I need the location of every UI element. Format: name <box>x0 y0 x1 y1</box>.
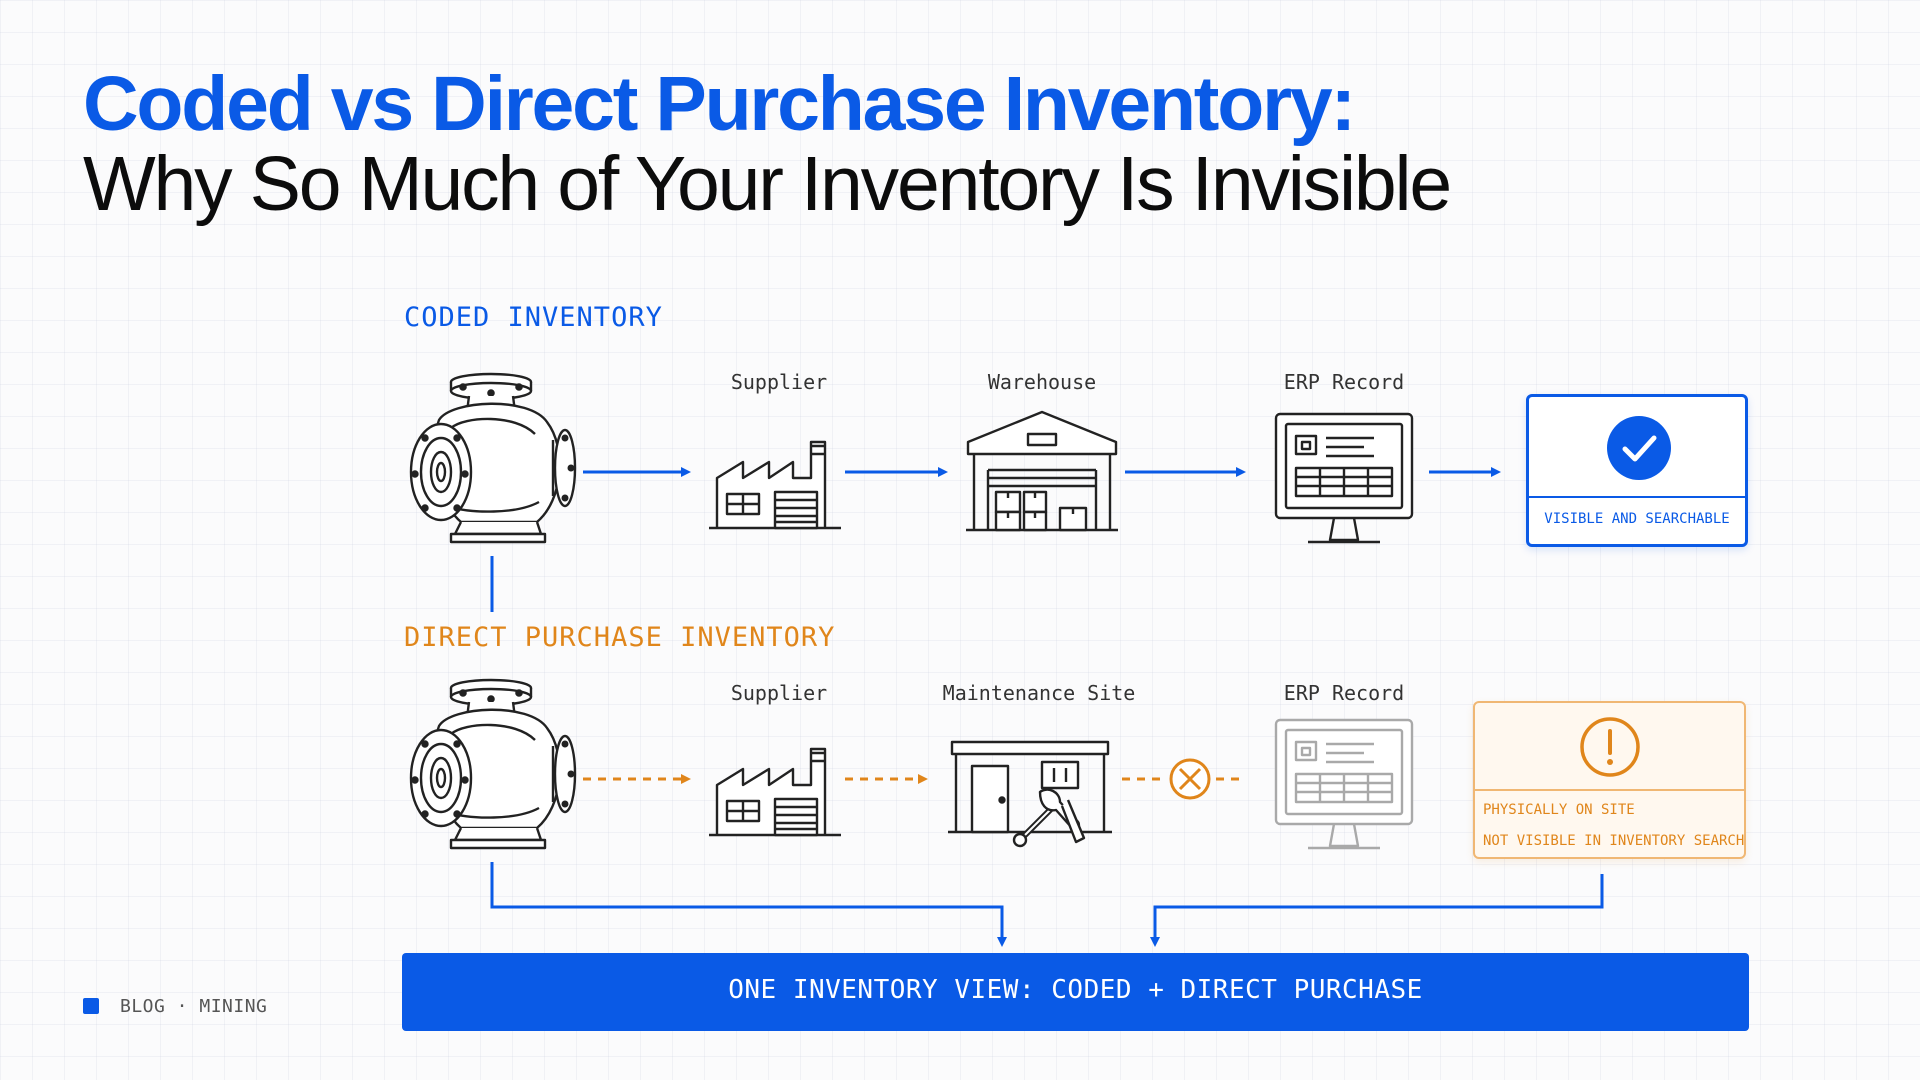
page-title: Coded vs Direct Purchase Inventory: <box>83 61 1356 147</box>
direct-factory-icon <box>707 747 843 837</box>
footer-category: BLOG · MINING <box>120 996 268 1017</box>
coded-factory-icon <box>707 440 843 530</box>
coded-stage-label-erp: ERP Record <box>1283 370 1405 394</box>
page-subtitle: Why So Much of Your Inventory Is Invisib… <box>83 141 1452 227</box>
invisible-status-card: PHYSICALLY ON SITE NOT VISIBLE IN INVENT… <box>1473 701 1746 859</box>
direct-pump-icon <box>409 678 577 850</box>
visible-status-card: VISIBLE AND SEARCHABLE <box>1526 394 1748 547</box>
coded-inventory-heading: CODED INVENTORY <box>404 302 663 333</box>
warehouse-icon <box>966 410 1118 532</box>
banner-text: ONE INVENTORY VIEW: CODED + DIRECT PURCH… <box>728 975 1423 1005</box>
footer-square-icon <box>83 998 99 1014</box>
coded-computer-icon <box>1274 412 1414 544</box>
coded-stage-label-supplier: Supplier <box>730 370 828 394</box>
invisible-status-line1: PHYSICALLY ON SITE <box>1483 802 1635 818</box>
visible-status-text: VISIBLE AND SEARCHABLE <box>1544 511 1730 527</box>
check-circle-icon <box>1607 416 1671 480</box>
direct-stage-label-maintenance-site: Maintenance Site <box>942 681 1136 705</box>
maintenance-shed-icon <box>948 740 1112 848</box>
unified-inventory-banner: ONE INVENTORY VIEW: CODED + DIRECT PURCH… <box>402 953 1749 1031</box>
exclamation-circle-icon <box>1578 715 1642 779</box>
direct-stage-label-supplier: Supplier <box>730 681 828 705</box>
coded-pump-icon <box>409 372 577 544</box>
coded-stage-label-warehouse: Warehouse <box>987 370 1097 394</box>
direct-computer-icon-faded <box>1274 718 1414 850</box>
blocked-x-icon <box>1169 758 1211 800</box>
invisible-status-line2: NOT VISIBLE IN INVENTORY SEARCH <box>1483 833 1745 849</box>
direct-purchase-heading: DIRECT PURCHASE INVENTORY <box>404 622 836 653</box>
direct-stage-label-erp: ERP Record <box>1283 681 1405 705</box>
